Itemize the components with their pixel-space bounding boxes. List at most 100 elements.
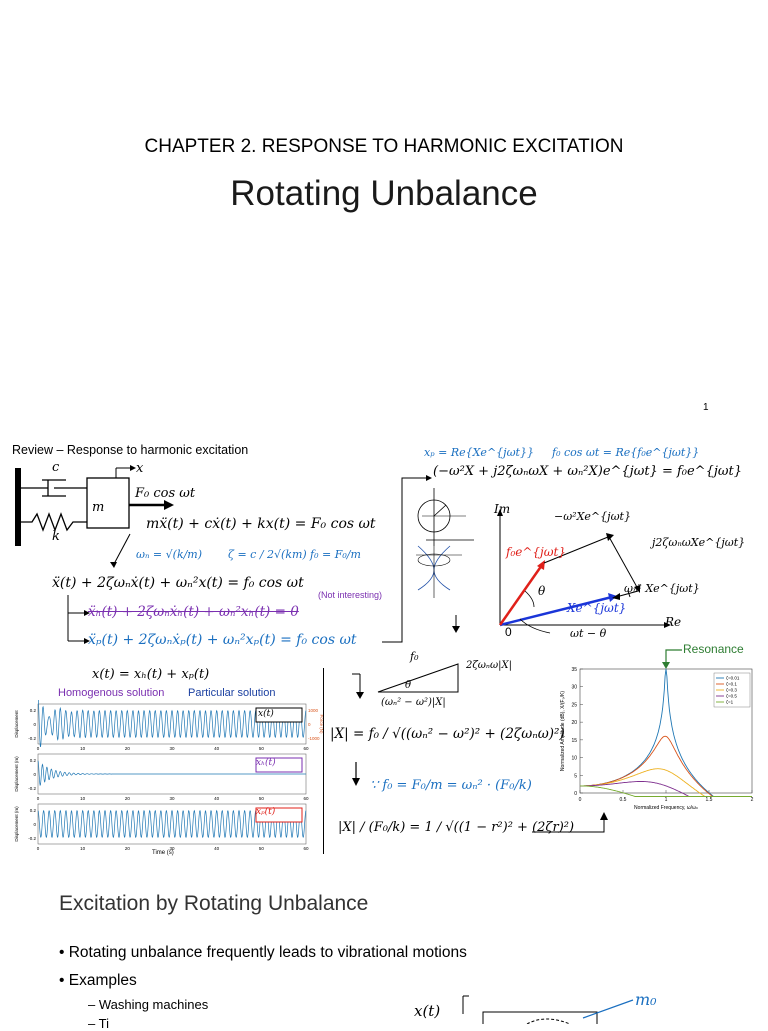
spring: [21, 512, 87, 532]
f0-vector-label: f₀e^{jωt}: [506, 545, 567, 559]
y-tick-label: 0.2: [30, 758, 37, 763]
arrow-down-small-3: [352, 762, 360, 786]
slide-title: Rotating Unbalance: [230, 174, 538, 213]
divider: [323, 668, 324, 854]
right-ylabel: Force (N): [319, 715, 324, 735]
triangle-vertical: 2ζωₙω|X|: [466, 660, 513, 671]
panel-ylabel: Displacement (m): [14, 806, 19, 842]
mass-spring-damper-diagram: [15, 465, 174, 546]
particular-equation: ẍₚ(t) + 2ζωₙẋₚ(t) + ωₙ²xₚ(t) = f₀ cos ωt: [88, 632, 357, 648]
chart-arrow: [532, 812, 608, 833]
bullet-2: • Examples: [59, 972, 137, 989]
y-tick-label: 30: [571, 685, 577, 691]
arrow-down-small-2: [352, 673, 364, 699]
im-axis-label: Im: [494, 502, 511, 516]
legend-label: ζ=1: [726, 700, 734, 705]
rotating-phasor-sketch: [416, 488, 474, 598]
x-tick-label: 30: [169, 746, 175, 751]
y-tick-label: 0: [574, 791, 577, 797]
legend-bot: xₚ(t): [256, 807, 276, 817]
mass-block: [86, 477, 130, 529]
x-tick-label: 50: [259, 746, 265, 751]
y-tick-label: 0: [33, 722, 36, 727]
equation-of-motion: mẍ(t) + cẋ(t) + kx(t) = F₀ cos ωt: [146, 516, 376, 532]
y-tick-label: 0.2: [30, 808, 37, 813]
split-bracket: [67, 595, 90, 644]
y-tick-label: 0.2: [30, 708, 37, 713]
x-tick-label: 30: [169, 846, 175, 851]
x-tick-label: 2: [751, 797, 754, 803]
x-tick-label: 10: [80, 746, 86, 751]
x-tick-label: 1: [665, 797, 668, 803]
force-label: F₀ cos ωt: [135, 486, 196, 501]
resonance-label: Resonance: [683, 642, 744, 656]
x-tick-label: 40: [214, 846, 220, 851]
time-axis-label: Time (s): [152, 850, 174, 856]
review-title: Review – Response to harmonic excitation: [12, 443, 249, 457]
right-tick-label: 0: [308, 722, 311, 727]
inertia-vector-label: −ω²Xe^{jωt}: [554, 510, 631, 523]
x-tick-label: 10: [80, 846, 86, 851]
y-tick-label: 15: [571, 738, 577, 744]
f0cos-definition: f₀ cos ωt = Re{f₀e^{jωt}}: [552, 446, 700, 459]
x-tick-label: 0: [37, 796, 40, 801]
wall: [15, 468, 21, 546]
damping-vector-label: j2ζωₙωXe^{jωt}: [652, 536, 746, 549]
normalized-equation: ẍ(t) + 2ζωₙẋ(t) + ωₙ²x(t) = f₀ cos ωt: [52, 575, 304, 591]
panel-ylabel: Displacement (m): [14, 756, 19, 792]
y-tick-label: 35: [571, 667, 577, 673]
legend-top: x(t): [258, 709, 274, 719]
legend-mid: xₕ(t): [256, 758, 276, 768]
y-tick-label: 10: [571, 756, 577, 762]
origin-label: 0: [505, 625, 512, 639]
damping-ratio: ζ = c / 2√(km): [228, 548, 307, 561]
complex-equation: (−ω²X + j2ζωₙωX + ωₙ²X)e^{jωt} = f₀e^{jω…: [433, 464, 742, 479]
phase-angle-label: ωt − θ: [570, 627, 607, 640]
legend-box: [255, 757, 303, 773]
xe-vector: [499, 595, 613, 627]
legend-label: ζ=0.5: [726, 694, 737, 699]
legend-label: ζ=0.1: [726, 682, 737, 687]
arrow-down: [110, 533, 131, 568]
bullet-1: • Rotating unbalance frequently leads to…: [59, 944, 467, 961]
theta-label: θ: [538, 584, 546, 598]
stiffness-vector-label: ωₙ² Xe^{jωt}: [624, 582, 700, 595]
panel-ylabel: Displacement: [14, 710, 19, 738]
right-tick-label: -1000: [308, 736, 320, 741]
y-axis-label: Normalized Amplitude (dB), X/(F₀/K): [560, 691, 566, 771]
y-tick-label: 5: [574, 773, 577, 779]
x-tick-label: 40: [214, 796, 220, 801]
x-tick-label: 0: [37, 846, 40, 851]
unbalance-x-label: x(t): [414, 1002, 441, 1020]
x-tick-label: 20: [125, 746, 131, 751]
particular-label: Particular solution: [188, 687, 276, 699]
x-tick-label: 50: [259, 846, 265, 851]
homogeneous-label: Homogenous solution: [58, 687, 165, 699]
resonance-arrow: [662, 649, 682, 669]
legend-label: ζ=0.3: [726, 688, 737, 693]
y-tick-label: -0.2: [28, 786, 36, 791]
triangle-theta: θ: [405, 680, 412, 691]
damper-label: c: [52, 460, 60, 475]
y-tick-label: -0.2: [28, 836, 36, 841]
force-triangle: [377, 663, 459, 693]
f0-relation: ∵ f₀ = F₀/m = ωₙ² · (F₀/k): [370, 778, 532, 793]
normalized-amplitude-equation: |X| / (F₀/k) = 1 / √((1 − r²)² + (2ζr)²): [338, 820, 575, 835]
x-tick-label: 0.5: [620, 797, 627, 803]
unbalance-m0-label: m₀: [635, 990, 657, 1009]
series-line: [580, 785, 752, 797]
time-series-line: [37, 760, 306, 786]
spring-label: k: [52, 529, 60, 544]
triangle-horizontal: (ωₙ² − ω²)|X|: [381, 697, 446, 708]
x-tick-label: 0: [579, 797, 582, 803]
connector-arrow: [382, 475, 432, 643]
x-tick-label: 40: [214, 746, 220, 751]
amplitude-equation: |X| = f₀ / √((ωₙ² − ω²)² + (2ζωₙω)²): [330, 726, 565, 742]
right-tick-label: 1000: [308, 708, 319, 713]
x-tick-label: 10: [80, 796, 86, 801]
x-tick-label: 60: [303, 746, 309, 751]
triangle-hypotenuse: f₀: [410, 650, 419, 663]
re-axis-label: Re: [665, 615, 682, 629]
xe-vector-label: Xe^{jωt}: [567, 601, 627, 615]
